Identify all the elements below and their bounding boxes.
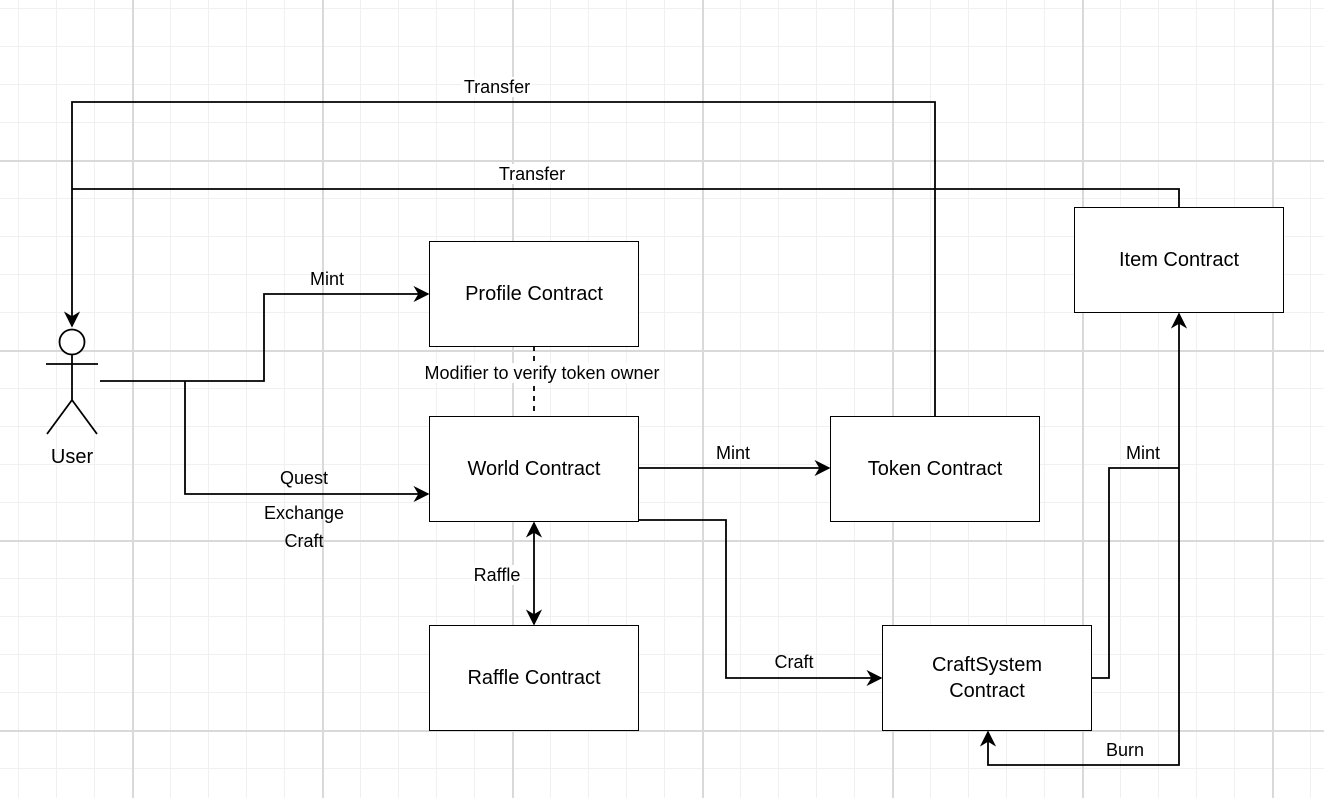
edge-item-burn-craft — [979, 312, 1188, 766]
raffle-contract-box[interactable]: Raffle Contract — [429, 625, 639, 731]
label-transfer-item: Transfer — [496, 164, 568, 184]
label-modifier: Modifier to verify token owner — [422, 363, 662, 383]
label-burn: Burn — [1103, 740, 1147, 760]
world-contract-label: World Contract — [467, 458, 601, 480]
world-contract-box[interactable]: World Contract — [429, 416, 639, 522]
edge-item-transfer-to-user — [72, 188, 1180, 207]
stick-figure-icon — [46, 328, 98, 435]
label-exchange: Exchange — [263, 503, 345, 523]
profile-contract-label: Profile Contract — [465, 283, 603, 305]
label-raffle: Raffle — [471, 565, 523, 585]
craft-system-contract-box[interactable]: CraftSystem Contract — [882, 625, 1092, 731]
label-transfer-token: Transfer — [461, 77, 533, 97]
actor-label: User — [50, 446, 94, 468]
item-contract-label: Item Contract — [1118, 249, 1240, 271]
craft-system-label-line2: Contract — [949, 680, 1025, 702]
edge-user-mint-profile — [100, 285, 430, 382]
label-craft-user: Craft — [284, 531, 324, 551]
edge-user-actions-world — [184, 381, 430, 503]
label-craft-system: Craft — [774, 652, 814, 672]
edge-world-craft-system — [638, 519, 883, 687]
label-mint-token: Mint — [715, 443, 751, 463]
label-quest: Quest — [279, 468, 329, 488]
user-actor — [44, 328, 100, 441]
profile-contract-box[interactable]: Profile Contract — [429, 241, 639, 347]
raffle-contract-label: Raffle Contract — [467, 667, 601, 689]
craft-system-label-line1: CraftSystem — [931, 654, 1043, 676]
edge-craft-mint-item — [1092, 467, 1179, 679]
token-contract-box[interactable]: Token Contract — [830, 416, 1040, 522]
label-mint-profile: Mint — [309, 269, 345, 289]
label-mint-item: Mint — [1125, 443, 1161, 463]
edge-token-transfer-to-user — [63, 101, 936, 416]
token-contract-label: Token Contract — [867, 458, 1003, 480]
item-contract-box[interactable]: Item Contract — [1074, 207, 1284, 313]
